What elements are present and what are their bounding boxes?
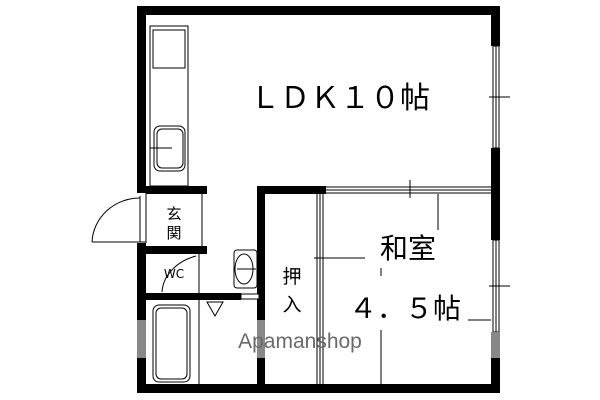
sliding-door-ldk-washitsu xyxy=(325,180,491,198)
outer-walls xyxy=(137,6,500,393)
room-label-genkan-2: 関 xyxy=(166,224,181,242)
bathtub xyxy=(152,300,200,384)
wc-door-arc xyxy=(161,254,200,293)
room-size-washitsu: ４．５帖 xyxy=(349,292,461,325)
washbasin xyxy=(233,249,258,289)
room-label-ldk: ＬＤＫ１０帖 xyxy=(250,81,430,116)
wall-oshiire-left xyxy=(257,186,265,384)
watermark-text: Apamanshop xyxy=(238,330,362,353)
window-ldk xyxy=(489,45,510,149)
wall-ldk-oshiire xyxy=(257,186,326,194)
wall-opening xyxy=(240,293,260,300)
kitchen-counter xyxy=(149,25,189,187)
room-label-genkan-1: 玄 xyxy=(166,205,181,223)
room-label-wc: WC xyxy=(164,267,184,281)
watermark-band xyxy=(137,320,500,358)
room-label-oshiire-1: 押 xyxy=(282,266,301,288)
window-washitsu xyxy=(489,239,510,333)
room-label-oshiire-2: 入 xyxy=(282,294,301,316)
room-label-washitsu: 和室 xyxy=(380,232,436,265)
wall-genkan-wc xyxy=(146,246,207,254)
tatami-lines xyxy=(380,194,491,384)
wall-wc-bath xyxy=(146,293,241,300)
door-triangle-icon xyxy=(206,301,224,318)
entrance-door xyxy=(91,193,147,243)
oshiire-divider xyxy=(314,193,365,384)
wall-ldk-genkan xyxy=(146,186,207,194)
